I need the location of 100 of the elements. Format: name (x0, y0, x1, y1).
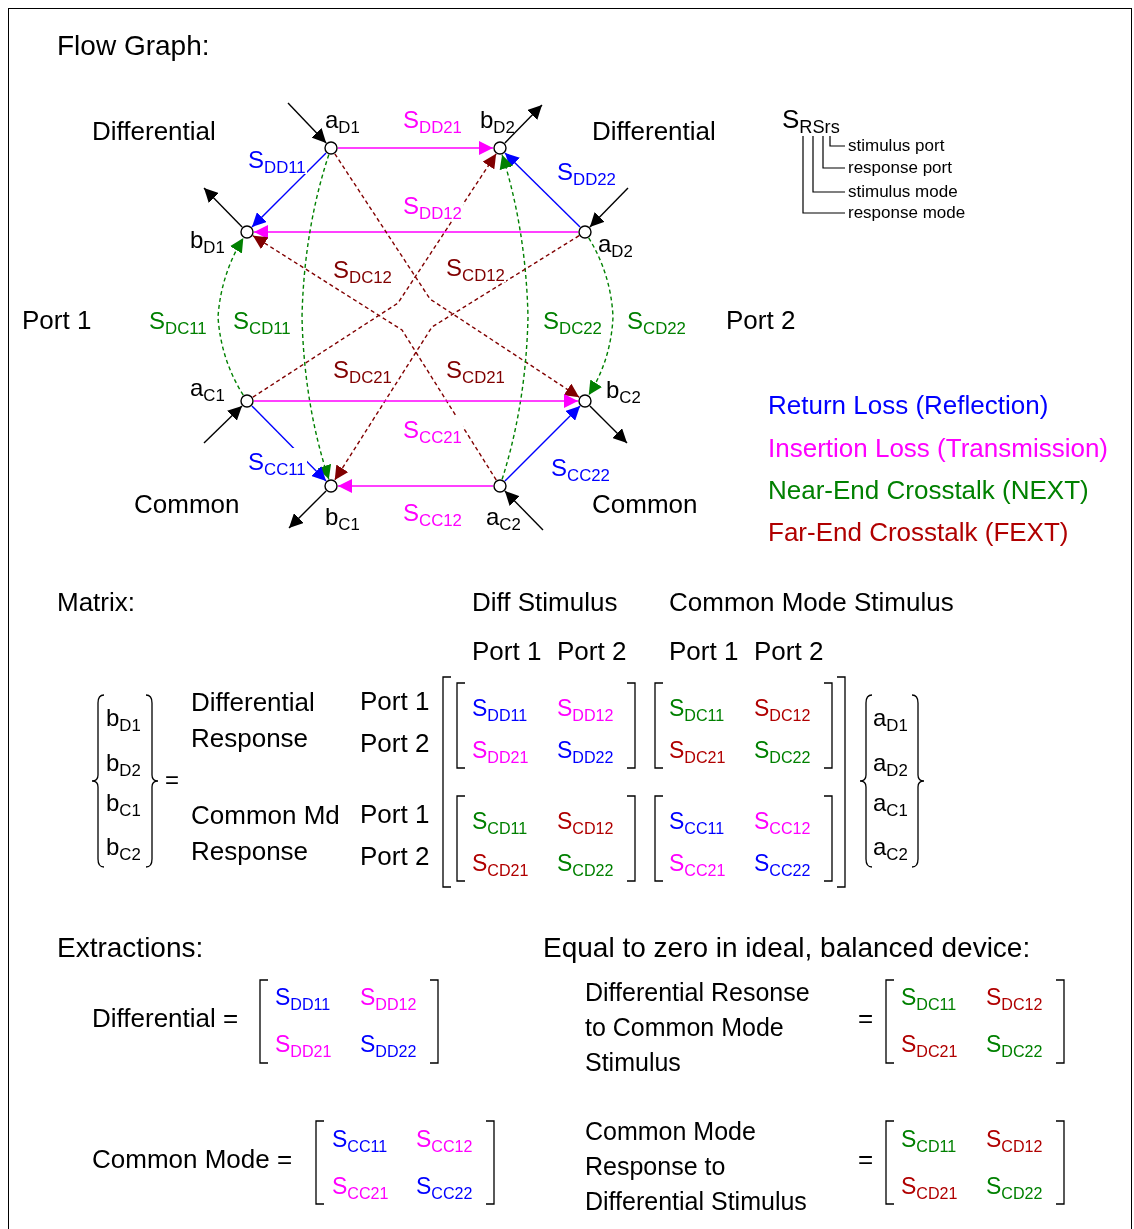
matrix-element: S$_{DD22}$ (557, 737, 614, 765)
matrix-element: S$_{CC12}$ (416, 1126, 473, 1154)
section-heading: Flow Graph: (57, 29, 210, 63)
matrix-element: S$_{CC21}$ (669, 850, 726, 878)
row-header: Port 1 (360, 686, 430, 718)
signal-flow-arrow (499, 153, 529, 481)
notation-label: stimulus port (848, 135, 945, 157)
wave-label: b$_{C1}$ (325, 502, 360, 532)
edge-label: S$_{CC11}$ (247, 447, 307, 477)
matrix-element: S$_{CC11}$ (669, 808, 725, 836)
matrix-name: Differential = (92, 1003, 239, 1035)
matrix-element: S$_{DC12}$ (986, 984, 1043, 1012)
matrix-element: S$_{DD22}$ (360, 1031, 417, 1059)
signal-flow-arrow (252, 153, 497, 398)
vector-element: b$_{D1}$ (106, 703, 141, 733)
matrix-element: S$_{DC21}$ (901, 1031, 958, 1059)
mode-label: Differential (592, 116, 716, 148)
vector-element: a$_{C2}$ (873, 832, 908, 862)
vector-element: b$_{C2}$ (106, 832, 141, 862)
junction-node (578, 394, 592, 408)
junction-node (240, 394, 254, 408)
matrix-element: S$_{DD11}$ (275, 984, 331, 1012)
signal-flow-arrow (301, 153, 332, 481)
vector-element: a$_{D1}$ (873, 703, 908, 733)
junction-node (324, 479, 338, 493)
wave-arrow (287, 102, 327, 144)
matrix-element: S$_{DD12}$ (557, 695, 614, 723)
matrix-element: S$_{CD11}$ (472, 808, 528, 836)
equals-sign: = (165, 765, 179, 795)
legend-entry: Near-End Crosstalk (NEXT) (768, 475, 1089, 507)
matrix-element: S$_{CC22}$ (416, 1173, 473, 1201)
signal-flow-arrow (253, 394, 579, 408)
legend-entry: Insertion Loss (Transmission) (768, 432, 1109, 464)
notation-label: response port (848, 157, 952, 179)
matrix-element: S$_{CD22}$ (557, 850, 614, 878)
junction-node (240, 225, 254, 239)
signal-flow-arrow (253, 225, 579, 239)
matrix-element: S$_{DD11}$ (472, 695, 528, 723)
equals-sign: = (858, 1144, 874, 1176)
section-heading: Extractions: (57, 931, 204, 965)
port-label: Port 1 (22, 305, 92, 337)
signal-flow-arrow (334, 153, 580, 398)
matrix-element: S$_{CC21}$ (332, 1173, 389, 1201)
matrix-element: S$_{DD21}$ (275, 1031, 332, 1059)
column-header: Diff Stimulus (472, 587, 618, 619)
equals-sign: = (858, 1003, 874, 1035)
wave-label: b$_{C2}$ (606, 375, 641, 405)
signal-flow-arrow (217, 237, 244, 396)
matrix-description: Common Mode Response to Differential Stimulus (585, 1116, 808, 1217)
vector-element: a$_{D2}$ (873, 748, 908, 778)
row-header: Port 2 (360, 841, 430, 873)
wave-arrow (203, 405, 243, 444)
matrix-element: S$_{DD21}$ (472, 737, 529, 765)
matrix-element: S$_{DC22}$ (986, 1031, 1043, 1059)
wave-arrow (288, 490, 327, 529)
column-header: Common Mode Stimulus (669, 587, 954, 619)
matrix-element: S$_{CD22}$ (986, 1173, 1043, 1201)
wave-label: a$_{C1}$ (190, 373, 225, 403)
matrix-element: S$_{CC22}$ (754, 850, 811, 878)
junction-node (324, 141, 338, 155)
junction-node (493, 479, 507, 493)
wave-arrow (203, 187, 243, 228)
matrix-element: S$_{CC11}$ (332, 1126, 388, 1154)
mode-label: Common (134, 489, 240, 521)
matrix-element: S$_{CC12}$ (754, 808, 811, 836)
matrix-element: S$_{CD12}$ (986, 1126, 1043, 1154)
signal-flow-arrow (251, 152, 327, 228)
wave-arrow (589, 405, 628, 444)
matrix-name: Common Mode = (92, 1144, 293, 1176)
signal-flow-arrow (504, 405, 581, 482)
section-heading: Matrix: (57, 587, 135, 619)
legend-entry: Return Loss (Reflection) (768, 390, 1049, 422)
wave-label: b$_{D2}$ (480, 105, 515, 135)
matrix-element: S$_{DC12}$ (754, 695, 811, 723)
matrix-element: S$_{CD21}$ (472, 850, 529, 878)
matrix-element: S$_{DC21}$ (669, 737, 726, 765)
matrix-element: S$_{DD12}$ (360, 984, 417, 1012)
notation-label: stimulus mode (848, 181, 958, 203)
column-header: Port 2 (754, 636, 824, 668)
signal-flow-arrow (337, 141, 494, 155)
signal-flow-arrow (334, 235, 580, 481)
wave-arrow (589, 187, 629, 228)
notation-label: response mode (848, 202, 966, 224)
matrix-element: S$_{DC22}$ (754, 737, 811, 765)
vector-element: a$_{C1}$ (873, 788, 908, 818)
junction-node (493, 141, 507, 155)
mode-label: Common (592, 489, 698, 521)
wave-label: b$_{D1}$ (190, 225, 225, 255)
notation-symbol: S$_{RSrs}$ (782, 104, 840, 136)
matrix-element: S$_{CD11}$ (901, 1126, 957, 1154)
matrix-element: S$_{DC11}$ (669, 695, 725, 723)
edge-label: S$_{CC21}$ (402, 415, 463, 445)
matrix-description: Differential Resonse to Common Mode Stimulus (585, 977, 811, 1078)
wave-arrow (504, 490, 544, 531)
column-header: Port 2 (557, 636, 627, 668)
matrix-element: S$_{DC11}$ (901, 984, 957, 1012)
vector-element: b$_{C1}$ (106, 788, 141, 818)
row-header: Port 1 (360, 799, 430, 831)
section-heading: Equal to zero in ideal, balanced device: (543, 931, 1031, 965)
row-header: Common Md Response (191, 799, 341, 868)
